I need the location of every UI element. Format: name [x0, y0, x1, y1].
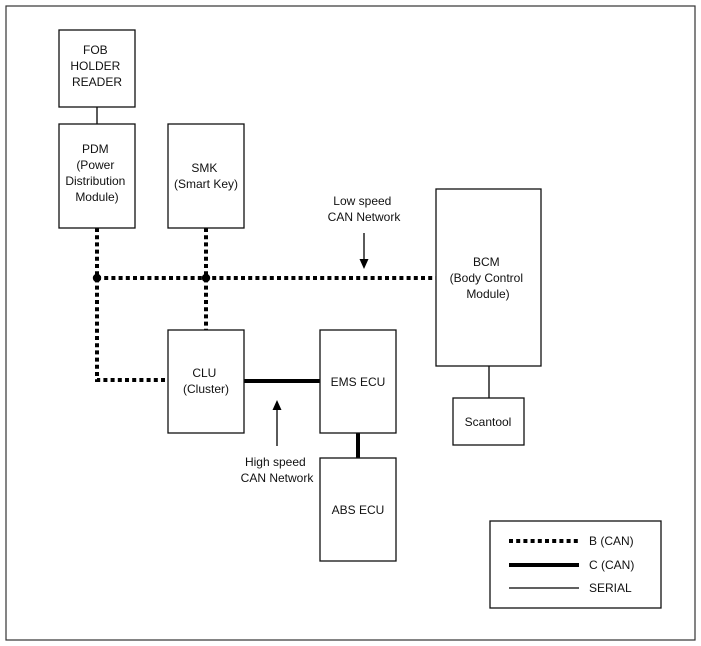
module-scantool-label: Scantool	[465, 415, 512, 429]
module-ems-ecu: EMS ECU	[319, 329, 397, 434]
module-scantool: Scantool	[452, 397, 525, 446]
module-abs-ecu: ABS ECU	[319, 457, 397, 562]
annotation-high-speed-label: High speed CAN Network	[241, 455, 315, 485]
module-pdm-box	[58, 123, 136, 229]
module-fob-box	[58, 29, 136, 108]
module-bcm-line-2: (Body Control	[450, 271, 523, 285]
module-fob-holder-reader: FOB HOLDER READER	[58, 29, 136, 108]
legend-can-b-label: B (CAN)	[589, 534, 634, 548]
module-fob-line-1: FOB	[83, 43, 108, 57]
module-scantool-line-1: Scantool	[465, 415, 512, 429]
module-bcm-line-3: Module)	[466, 287, 509, 301]
annotation-high-speed-arrow-head	[272, 400, 282, 410]
module-ems-label: EMS ECU	[331, 375, 386, 389]
legend-serial-label: SERIAL	[589, 581, 632, 595]
module-fob-label: FOB HOLDER READER	[70, 43, 123, 89]
annotation-low-speed: Low speed CAN Network	[328, 194, 402, 269]
annotation-high-speed-line-2: CAN Network	[241, 471, 315, 485]
annotation-high-speed-line-1: High speed	[245, 455, 306, 469]
module-abs-label: ABS ECU	[332, 503, 385, 517]
annotation-low-speed-line-2: CAN Network	[328, 210, 402, 224]
annotation-low-speed-arrow-head	[359, 259, 369, 269]
module-clu-label: CLU (Cluster)	[183, 366, 229, 396]
module-smk-label: SMK (Smart Key)	[174, 161, 238, 191]
module-fob-line-2: HOLDER	[70, 59, 120, 73]
annotation-low-speed-line-1: Low speed	[333, 194, 391, 208]
module-pdm-line-2: (Power	[76, 158, 114, 172]
module-abs-line-1: ABS ECU	[332, 503, 385, 517]
legend: B (CAN) C (CAN) SERIAL	[489, 520, 662, 609]
module-smk: SMK (Smart Key)	[167, 123, 245, 229]
module-pdm-line-3: Distribution	[65, 174, 125, 188]
annotation-low-speed-label: Low speed CAN Network	[328, 194, 402, 224]
module-pdm-line-1: PDM	[82, 142, 109, 156]
module-scantool-box	[452, 397, 525, 446]
module-clu-box	[167, 329, 245, 434]
annotation-high-speed: High speed CAN Network	[241, 400, 315, 485]
module-smk-line-1: SMK	[191, 161, 217, 175]
module-abs-box	[319, 457, 397, 562]
module-ems-line-1: EMS ECU	[331, 375, 386, 389]
module-ems-box	[319, 329, 397, 434]
module-bcm-box	[435, 188, 542, 367]
module-smk-line-2: (Smart Key)	[174, 177, 238, 191]
module-bcm-label: BCM (Body Control Module)	[450, 255, 527, 301]
junction-pdm	[92, 273, 102, 283]
module-clu-line-1: CLU	[192, 366, 216, 380]
module-pdm-line-4: Module)	[75, 190, 118, 204]
module-clu-line-2: (Cluster)	[183, 382, 229, 396]
module-pdm-label: PDM (Power Distribution Module)	[65, 142, 128, 204]
module-smk-box	[167, 123, 245, 229]
module-clu: CLU (Cluster)	[167, 329, 245, 434]
module-fob-line-3: READER	[72, 75, 122, 89]
legend-can-c-label: C (CAN)	[589, 558, 634, 572]
junction-smk	[201, 273, 211, 283]
module-bcm-line-1: BCM	[473, 255, 500, 269]
module-pdm: PDM (Power Distribution Module)	[58, 123, 136, 229]
module-bcm: BCM (Body Control Module)	[435, 188, 542, 367]
